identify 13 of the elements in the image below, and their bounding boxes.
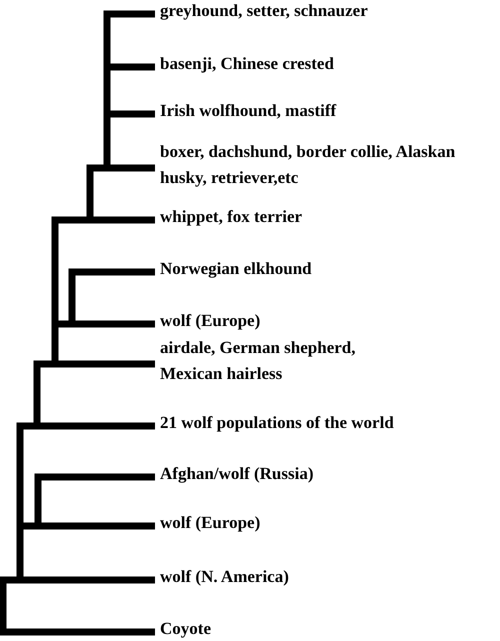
taxon-label: whippet, fox terrier [160,204,500,230]
taxon-label: boxer, dachshund, border collie, Alaskan husky, retriever,etc [160,139,460,191]
taxon-label: greyhound, setter, schnauzer [160,0,500,24]
taxon-label: airdale, German shepherd, Mexican hairless [160,335,400,387]
taxon-label: 21 wolf populations of the world [160,410,500,436]
taxon-label: Irish wolfhound, mastiff [160,98,500,124]
taxon-label: Afghan/wolf (Russia) [160,461,500,487]
taxon-label: Coyote [160,616,500,641]
taxon-label: wolf (N. America) [160,564,500,590]
taxon-label: wolf (Europe) [160,308,500,334]
taxon-label: Norwegian elkhound [160,256,500,282]
taxon-label: basenji, Chinese crested [160,51,500,77]
taxon-label: wolf (Europe) [160,510,500,536]
